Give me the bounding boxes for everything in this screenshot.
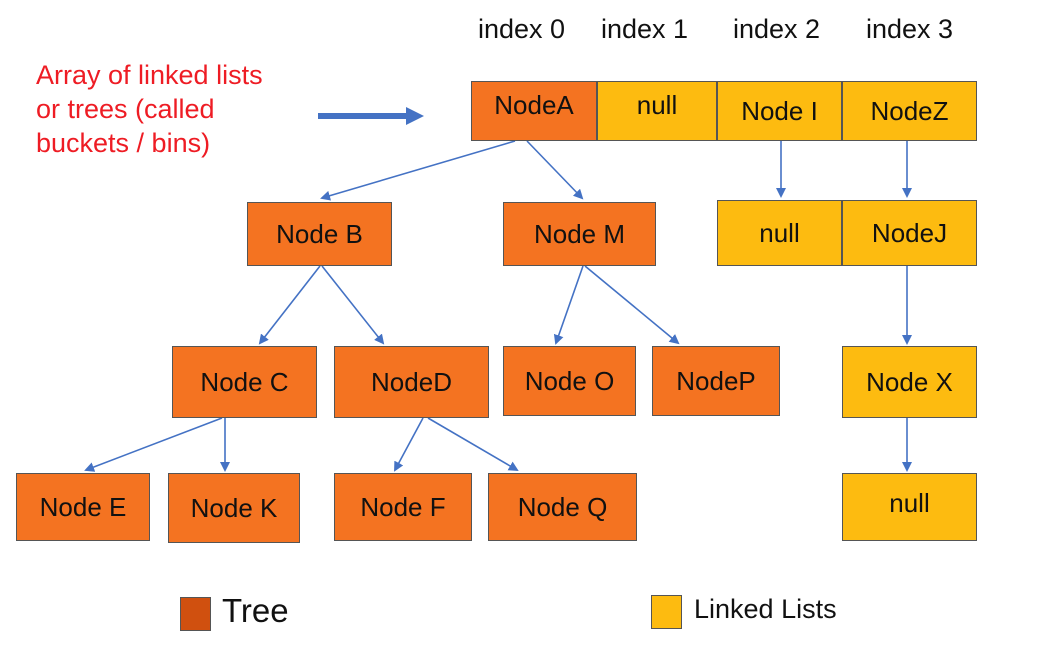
- null-bucket-1: null: [597, 81, 717, 141]
- index-label-2: index 2: [733, 14, 821, 44]
- caption: Array of linked lists or trees (called b…: [36, 58, 263, 160]
- legend-linked-swatch: [651, 595, 682, 629]
- edge-d-q: [427, 417, 519, 472]
- node-q: Node Q: [488, 473, 637, 541]
- caption-pointer-arrowhead: [406, 107, 424, 125]
- node-a: NodeA: [471, 81, 597, 141]
- node-p: NodeP: [652, 346, 780, 416]
- caption-line-2: or trees (called: [36, 94, 215, 124]
- null-after-node-x: null: [842, 473, 977, 541]
- null-after-node-i: null: [717, 200, 842, 266]
- node-z: NodeZ: [842, 81, 977, 141]
- edge-b-d: [321, 265, 385, 345]
- node-e: Node E: [16, 473, 150, 541]
- edge-b-c: [258, 265, 321, 345]
- index-label-3: index 3: [866, 14, 954, 44]
- node-k: Node K: [168, 473, 300, 543]
- edge-m-o: [553, 265, 584, 345]
- edge-a-b: [320, 140, 516, 201]
- node-o: Node O: [503, 346, 636, 416]
- node-x: Node X: [842, 346, 977, 418]
- node-d: NodeD: [334, 346, 489, 418]
- edge-c-e: [84, 417, 223, 472]
- index-label-0: index 0: [478, 14, 566, 44]
- node-f: Node F: [334, 473, 472, 541]
- node-b: Node B: [247, 202, 392, 266]
- legend-tree-swatch: [180, 597, 211, 631]
- node-c: Node C: [172, 346, 317, 418]
- edge-d-f: [394, 417, 424, 472]
- edge-a-m: [526, 140, 584, 200]
- caption-line-1: Array of linked lists: [36, 60, 263, 90]
- caption-line-3: buckets / bins): [36, 128, 211, 158]
- node-i: Node I: [717, 81, 842, 141]
- legend-linked-label: Linked Lists: [694, 594, 837, 624]
- edge-m-p: [584, 265, 680, 345]
- legend-tree-label: Tree: [222, 592, 289, 629]
- node-j: NodeJ: [842, 200, 977, 266]
- node-m: Node M: [503, 202, 656, 266]
- index-label-1: index 1: [601, 14, 689, 44]
